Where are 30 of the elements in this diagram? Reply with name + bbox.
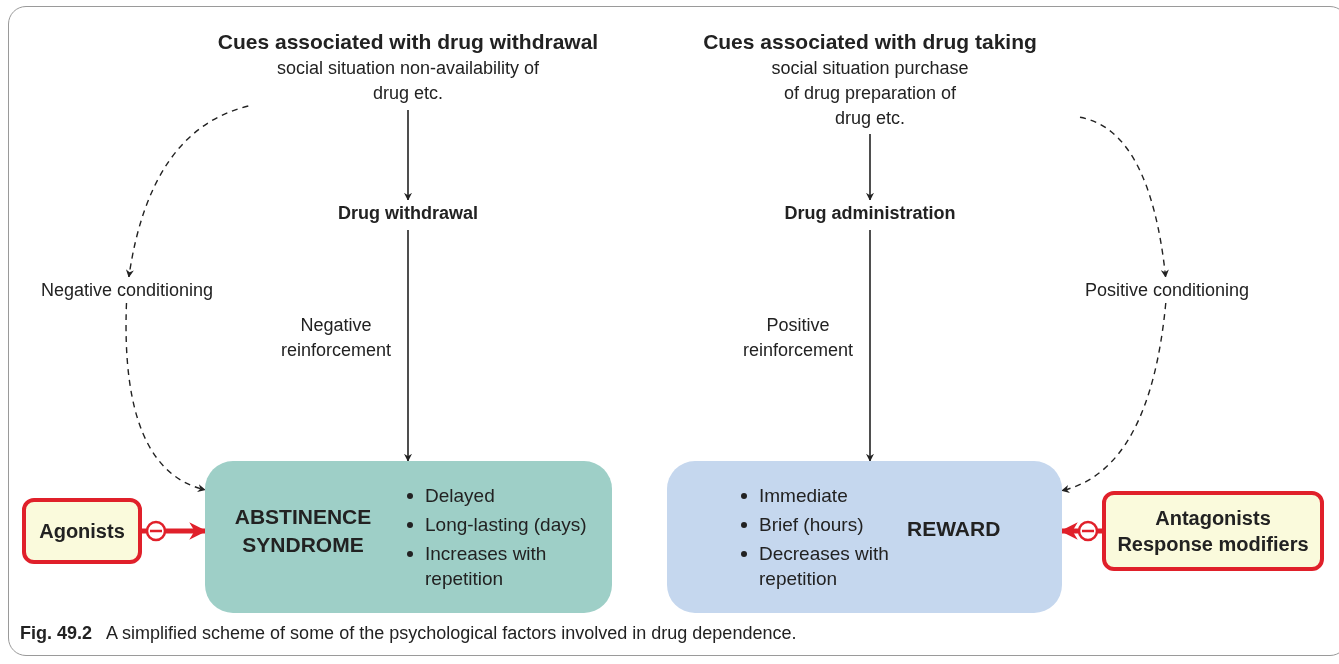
drug-box: [22, 498, 142, 564]
figure-caption: Fig. 49.2 A simplified scheme of some of the psychological factors involved in drug dependence.: [20, 622, 797, 645]
arrow: [866, 133, 874, 201]
box-heading: ABSTINENCE SYNDROME: [233, 504, 373, 558]
arrow: [1061, 302, 1167, 493]
list-item: Increases with repetition: [425, 542, 548, 591]
inhibition-arrow: [1060, 520, 1102, 542]
cue-list: social situation non-availability of drug etc.: [273, 56, 543, 106]
list-item: Long-lasting (days): [425, 513, 587, 537]
drug-class-label: Agonists: [39, 519, 125, 544]
arrow: [866, 229, 874, 462]
drug-class-label: Response modifiers: [1117, 532, 1309, 557]
list-item: Decreases with repetition: [759, 542, 890, 591]
cue-list: social situation purchase of drug preparation of drug etc.: [764, 56, 976, 131]
arrow: [404, 109, 412, 201]
heading: Cues associated with drug taking: [703, 29, 1037, 55]
heading: Cues associated with drug withdrawal: [217, 29, 599, 55]
list-item: Brief (hours): [759, 513, 864, 537]
box-heading: REWARD: [907, 516, 1001, 542]
arrow: [1079, 116, 1169, 278]
arrow: [125, 302, 206, 492]
drug-box: [1102, 491, 1324, 571]
arrow: [126, 105, 249, 278]
process-box: [667, 461, 1062, 613]
list-item: Immediate: [759, 484, 848, 508]
arrow: [404, 229, 412, 462]
process-box: [205, 461, 612, 613]
list-item: Delayed: [425, 484, 495, 508]
inhibition-arrow: [142, 520, 207, 542]
drug-class-label: Antagonists: [1155, 506, 1271, 531]
